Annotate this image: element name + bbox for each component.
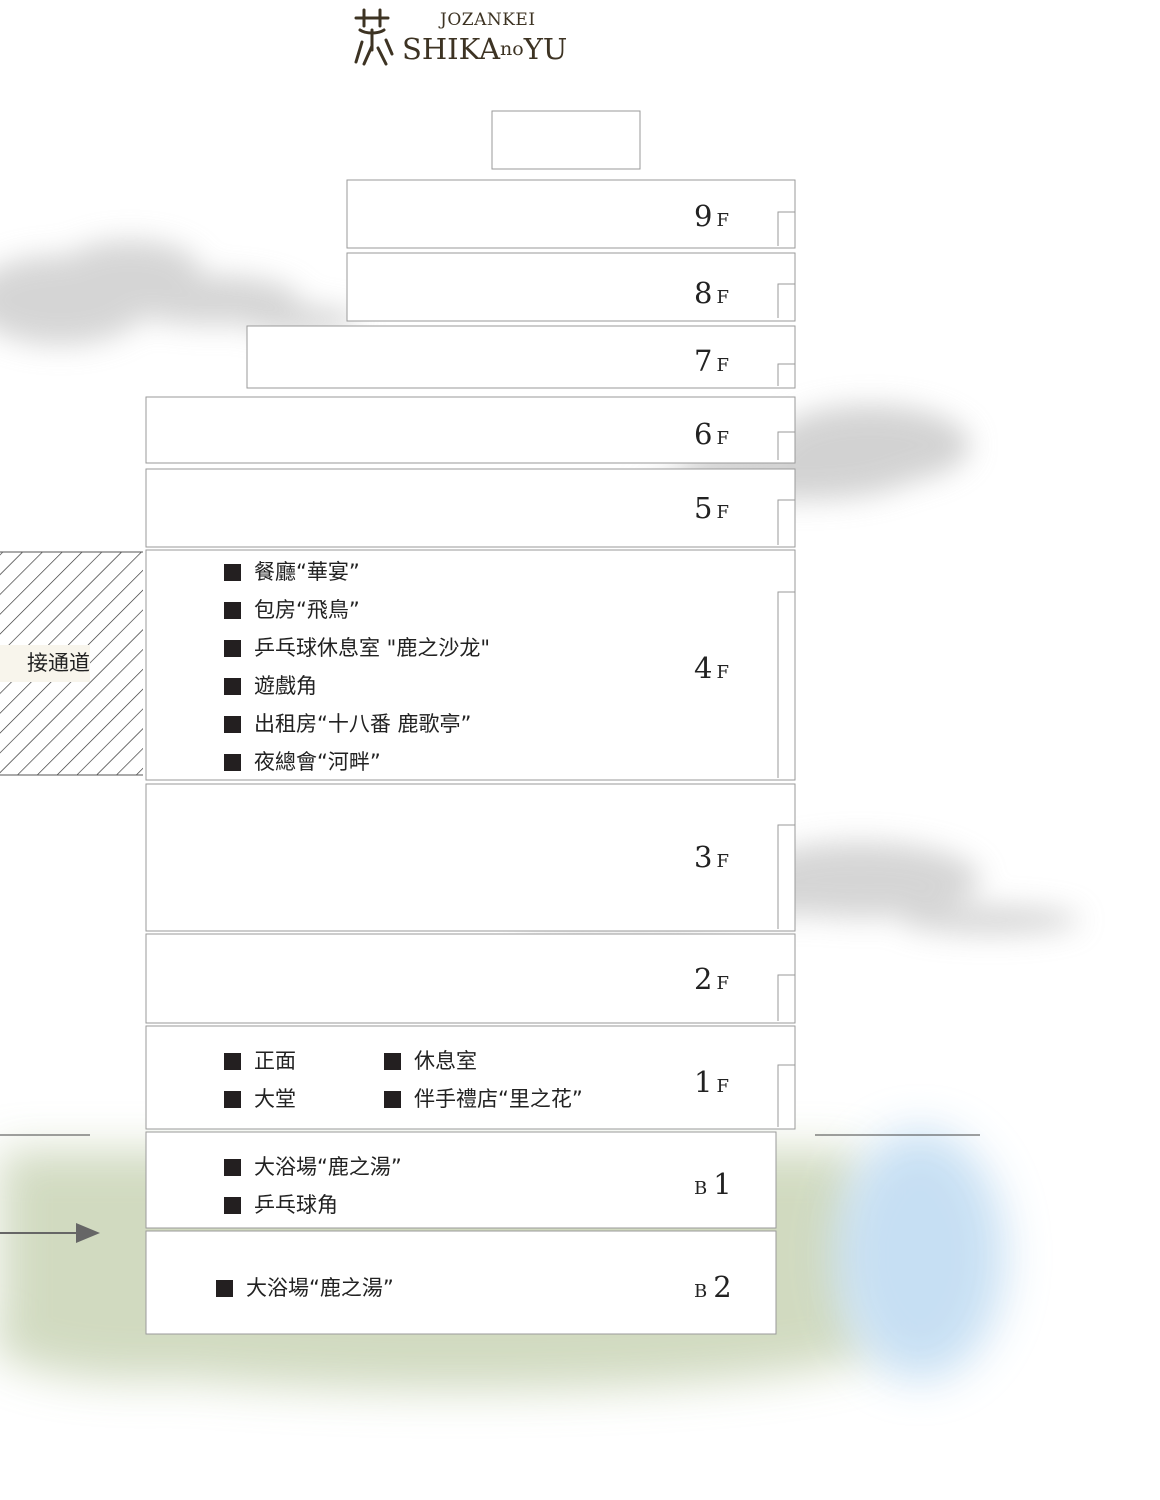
floor-8-band	[346, 252, 796, 322]
bullet-square-icon	[224, 1091, 241, 1108]
facility-b2-large-bath: 大浴場“鹿之湯”	[216, 1278, 394, 1299]
bullet-square-icon	[224, 1197, 241, 1214]
bullet-square-icon	[224, 716, 241, 733]
facility-4f-restaurant: 餐廳“華宴”	[224, 562, 360, 583]
logo-shikanoyu-text: SHIKAnoYU	[402, 32, 568, 66]
facility-b1-large-bath: 大浴場“鹿之湯”	[224, 1157, 402, 1178]
facility-4f-rental-room: 出租房“十八番 鹿歌亭”	[224, 714, 471, 735]
logo-jozankei-text: JOZANKEI	[440, 10, 536, 30]
facility-4f-table-tennis-lounge: 乒乓球休息室 "鹿之沙龙"	[224, 638, 490, 659]
connecting-corridor-label: 接通道	[0, 645, 90, 682]
facility-b1-table-tennis-corner: 乒乓球角	[224, 1195, 338, 1216]
floor-5-band	[145, 468, 796, 548]
bullet-square-icon	[224, 678, 241, 695]
shika-deer-kanji-mark-icon	[354, 8, 394, 66]
mist-cloud-upper-left	[0, 240, 360, 345]
bullet-square-icon	[216, 1280, 233, 1297]
floor-7-band	[246, 325, 796, 389]
floor-b2-band	[145, 1230, 777, 1335]
facility-1f-gift-shop: 伴手禮店“里之花”	[384, 1089, 583, 1110]
facility-1f-lobby: 大堂	[224, 1089, 296, 1110]
bullet-square-icon	[224, 602, 241, 619]
floor-4-band	[145, 549, 796, 781]
floor-3-band	[145, 783, 796, 932]
bullet-square-icon	[224, 640, 241, 657]
shikanoyu-logo: JOZANKEI SHIKAnoYU	[352, 4, 582, 70]
floor-6-band	[145, 396, 796, 464]
facility-1f-entrance: 正面	[224, 1051, 296, 1072]
floor-1-band	[145, 1025, 796, 1130]
bullet-square-icon	[224, 1053, 241, 1070]
facility-4f-nightclub: 夜總會“河畔”	[224, 752, 381, 773]
facility-1f-lounge: 休息室	[384, 1051, 477, 1072]
bullet-square-icon	[384, 1053, 401, 1070]
floor-b1-band	[145, 1131, 777, 1229]
rooftop-structure	[491, 110, 641, 170]
river-water	[835, 1130, 1005, 1380]
floor-2-band	[145, 933, 796, 1024]
building-section	[145, 110, 796, 1335]
bullet-square-icon	[384, 1091, 401, 1108]
bullet-square-icon	[224, 754, 241, 771]
floor-9-band	[346, 179, 796, 249]
facility-4f-game-corner: 遊戲角	[224, 676, 317, 697]
wall-notches	[777, 183, 796, 1127]
bullet-square-icon	[224, 1159, 241, 1176]
facility-4f-private-room: 包房“飛鳥”	[224, 600, 360, 621]
bullet-square-icon	[224, 564, 241, 581]
